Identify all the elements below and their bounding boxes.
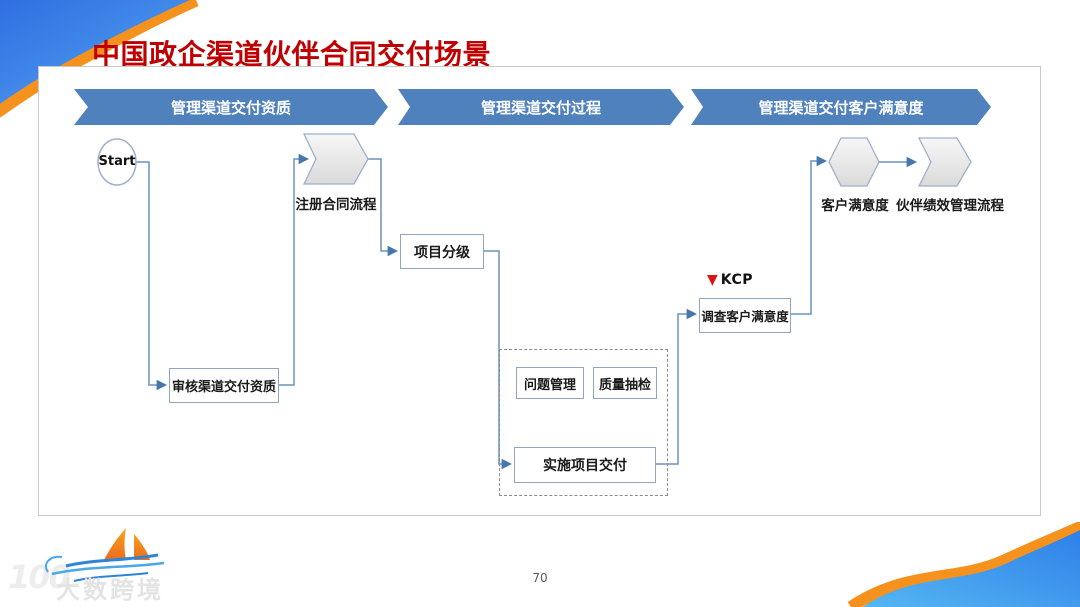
start-label: Start [98,154,136,169]
kcp-marker: ▼ KCP [707,272,753,288]
sailboat-logo-icon [44,528,165,582]
lane-banner-process [398,89,684,125]
lane-banner-label: 管理渠道交付过程 [480,99,601,117]
project-grading-box: 项目分级 [400,234,484,269]
review-qualification-box: 审核渠道交付资质 [169,368,279,403]
register-contract-label: 注册合同流程 [295,197,377,213]
flowchart-canvas [74,89,991,470]
customer-satisfaction-label: 客户满意度 [821,198,889,214]
connector-line [279,153,310,386]
delivery-group-dashed-box [499,349,668,496]
kcp-label: KCP [720,272,754,288]
page-number: 70 [532,571,548,585]
customer-satisfaction-shape [828,137,880,187]
content-panel: 管理渠道交付资质 管理渠道交付过程 管理渠道交付客户满意度 Start 注册合同… [38,66,1041,516]
kcp-triangle-icon: ▼ [707,272,718,288]
blue-wave [0,0,190,104]
logo-text: 大数跨境 [56,576,164,604]
lane-banner-qualification [74,89,388,125]
register-contract-shape [302,133,369,185]
lane-banner-satisfaction [691,89,991,125]
orange-swoosh [847,522,1080,607]
lane-banner-label: 管理渠道交付资质 [170,99,291,117]
partner-performance-label: 伙伴绩效管理流程 [896,198,1004,214]
blue-wave [863,530,1080,607]
logo: 100 大数跨境 [6,522,216,604]
corner-decoration-bottom-right [847,522,1080,607]
slide-title: 中国政企渠道伙伴合同交付场景 [92,37,492,71]
survey-satisfaction-box: 调查客户满意度 [699,298,791,333]
start-node [97,138,137,186]
connector-line [136,161,168,391]
corner-decoration-top-left [0,0,199,118]
quality-sampling-box: 质量抽检 [593,367,657,399]
issue-management-box: 问题管理 [516,367,584,399]
orange-swoosh [0,0,199,118]
implement-delivery-box: 实施项目交付 [514,447,656,483]
connector-line [791,155,828,315]
lane-banner-label: 管理渠道交付客户满意度 [758,99,924,117]
connector-line [368,158,399,257]
partner-performance-shape [917,137,972,187]
logo-watermark: 100 [8,558,71,596]
